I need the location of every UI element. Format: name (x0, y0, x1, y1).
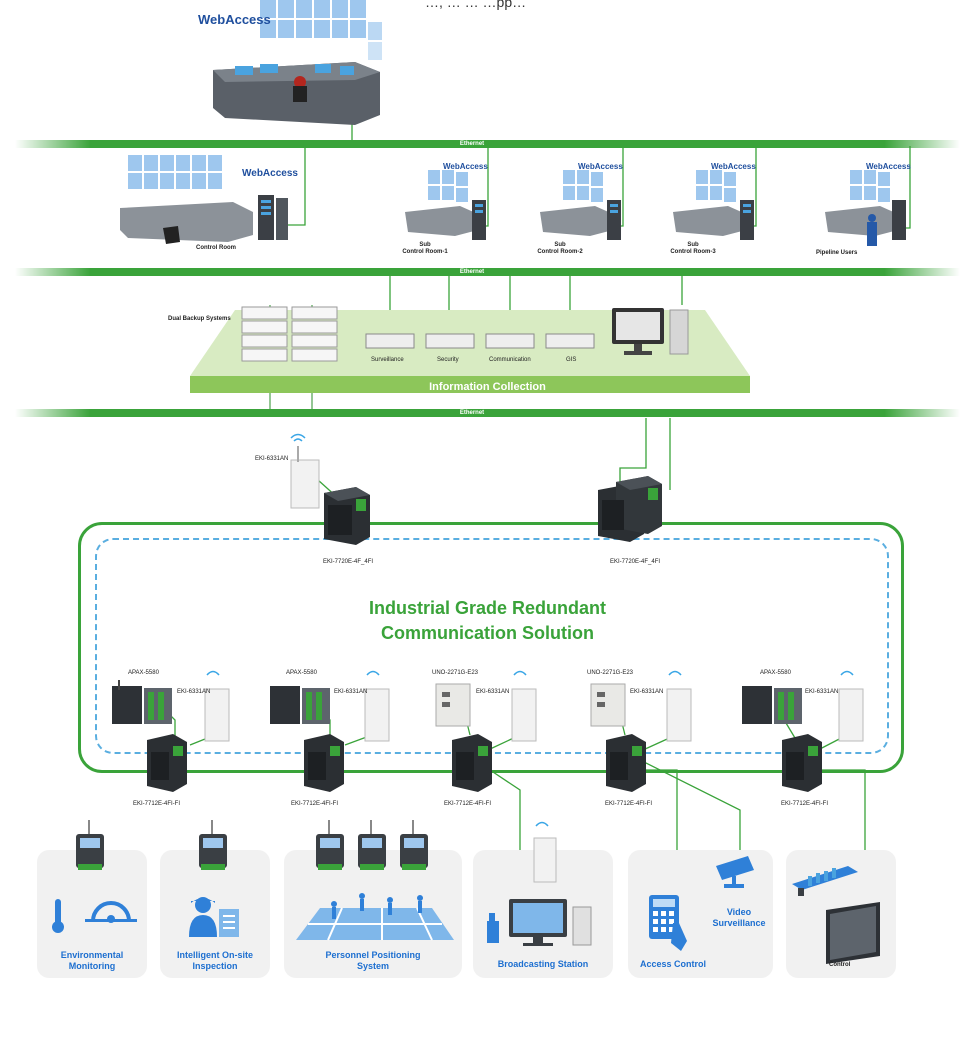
core-switch-1-image (324, 487, 370, 545)
controller-5-label: APAX-5580 (760, 670, 791, 676)
cropped-header-text: …, … … …pp… (425, 0, 527, 10)
sub-control-room-1-image (405, 170, 486, 240)
worker-clipboard-icon (189, 897, 239, 937)
ethernet-label-2: Ethernet (459, 269, 485, 275)
ring-title-line-1: Industrial Grade Redundant (368, 598, 607, 618)
sub-control-room-3-image (673, 170, 754, 240)
pipeline-users-image (825, 170, 906, 246)
core-switch-1-label: EKI-7720E-4F_4FI (323, 559, 374, 565)
broadcast-station-icon (487, 899, 592, 946)
control-devices-image (792, 866, 880, 964)
main-control-center-image (213, 0, 382, 125)
ethernet-label-1: Ethernet (459, 141, 485, 147)
controller-4-label: UNO-2271G-E23 (587, 670, 634, 676)
core-ap-label: EKI-6331AN (255, 456, 289, 462)
edge-switch-1-image (147, 734, 187, 792)
edge-ap-4-image (666, 670, 692, 742)
controller-3-label: UNO-2271G-E23 (432, 670, 479, 676)
edge-switch-2-image (304, 734, 344, 792)
edge-ap-4-label: EKI-6331AN (630, 689, 664, 695)
edge-switch-5-label: EKI-7712E-4FI-FI (781, 801, 829, 807)
controller-1-label: APAX-5580 (128, 670, 159, 676)
edge-switch-4-label: EKI-7712E-4FI-FI (605, 801, 653, 807)
webaccess-logo-sub1: WebAccess (443, 162, 488, 171)
edge-ap-1-label: EKI-6331AN (177, 689, 211, 695)
ethernet-bus-3 (15, 409, 960, 417)
edge-ap-5-image (838, 670, 864, 742)
communication-server-label: Communication (489, 357, 531, 363)
controller-4-image (590, 683, 626, 727)
gis-server-label: GIS (566, 357, 577, 363)
broadcast-ap-image (533, 821, 557, 883)
surveillance-server-label: Surveillance (371, 357, 404, 363)
edge-ap-3-image (511, 670, 537, 742)
controller-5-image (742, 686, 802, 724)
sub-control-room-2-image (540, 170, 621, 240)
edge-switch-5-image (782, 734, 822, 792)
edge-switch-3-label: EKI-7712E-4FI-FI (444, 801, 492, 807)
workstation-image (612, 308, 689, 355)
pipeline-users-label: Pipeline Users (816, 250, 858, 256)
io-modules-positioning-image (316, 820, 428, 870)
controller-1-image (112, 680, 172, 724)
edge-ap-5-label: EKI-6331AN (805, 689, 839, 695)
webaccess-logo-sub2: WebAccess (578, 162, 623, 171)
inspection-box (160, 850, 270, 978)
access-control-label: Access Control (639, 959, 707, 969)
ethernet-label-3: Ethernet (459, 410, 485, 416)
service-servers-image (365, 333, 595, 349)
webaccess-logo-main: WebAccess (198, 12, 271, 27)
io-module-inspection-image (199, 820, 227, 870)
edge-switch-2-label: EKI-7712E-4FI-FI (291, 801, 339, 807)
webaccess-logo-sub3: WebAccess (711, 162, 756, 171)
cctv-camera-icon (716, 856, 754, 888)
ring-title-line-2: Communication Solution (381, 623, 594, 643)
edge-switch-1-label: EKI-7712E-4FI-FI (133, 801, 181, 807)
broadcast-label: Broadcasting Station (497, 959, 589, 969)
edge-ap-3-label: EKI-6331AN (476, 689, 510, 695)
dual-backup-label: Dual Backup Systems (168, 316, 231, 322)
security-server-label: Security (437, 357, 459, 363)
edge-ap-2-image (364, 670, 390, 742)
ethernet-bus-2 (15, 268, 960, 276)
edge-switch-3-image (452, 734, 492, 792)
controller-2-image (270, 686, 330, 724)
personnel-positioning-icon (296, 893, 454, 941)
io-module-env-image (76, 820, 104, 870)
edge-ap-1-image (204, 670, 230, 742)
controller-3-image (435, 683, 471, 727)
thermometer-windmeter-icon (52, 899, 137, 933)
edge-switch-4-image (606, 734, 646, 792)
core-switch-2-image (598, 476, 662, 542)
information-collection-title: Information Collection (429, 381, 546, 393)
ethernet-bus-1 (15, 140, 960, 148)
webaccess-logo-control-room: WebAccess (242, 168, 298, 179)
controller-2-label: APAX-5580 (286, 670, 317, 676)
webaccess-logo-pipeline: WebAccess (866, 162, 911, 171)
control-room-image (120, 155, 288, 244)
keypad-hand-icon (649, 895, 687, 951)
dual-backup-servers-image (241, 306, 338, 362)
core-switch-2-label: EKI-7720E-4F_4FI (610, 559, 661, 565)
core-access-point-image (290, 433, 320, 509)
edge-ap-2-label: EKI-6331AN (334, 689, 368, 695)
control-room-label: Control Room (196, 245, 236, 251)
control-label: Control (829, 962, 851, 968)
